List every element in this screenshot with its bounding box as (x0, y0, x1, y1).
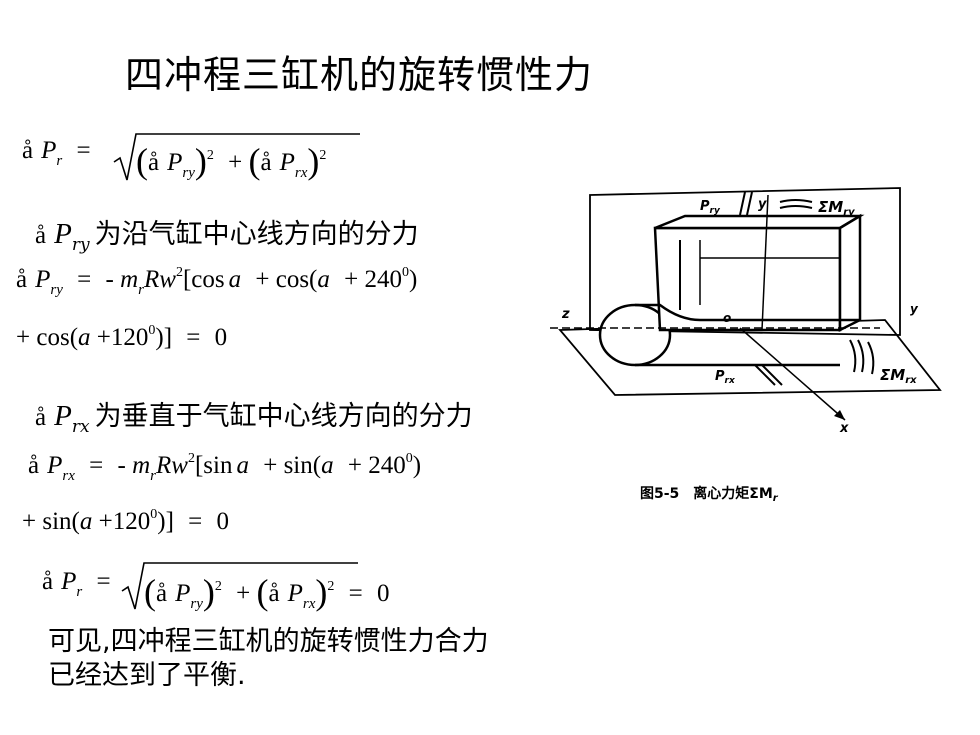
label-y: y (758, 197, 767, 212)
moment-rx-arc-3 (867, 341, 875, 375)
moment-rx-arc-2 (857, 339, 865, 373)
label-pry: Pry (700, 199, 721, 216)
conclusion-text: 可见,四冲程三缸机的旋转惯性力合力 已经达到了平衡. (48, 625, 489, 693)
y-axis (761, 194, 769, 331)
pry-arrow-1 (739, 191, 746, 216)
label-y-right: y (910, 302, 919, 316)
crank-block-front (653, 226, 842, 332)
moment-ry-arc-1 (779, 199, 813, 203)
label-z: z (561, 307, 570, 322)
equation-pry-continued: + cos(a +1200)] = 0 (16, 323, 228, 351)
vertical-plane (589, 187, 901, 336)
sqrt-radical (113, 133, 360, 181)
crank-block-top (654, 214, 865, 230)
label-moment-ry: ΣMry (818, 198, 855, 218)
equation-prx-continued: + sin(a +1200)] = 0 (22, 507, 229, 535)
pry-arrow-2 (746, 191, 753, 216)
conclusion-line-1: 可见,四冲程三缸机的旋转惯性力合力 (48, 626, 489, 657)
label-x: x (839, 421, 849, 436)
figure-caption: 图5-5 离心力矩ΣMr (640, 485, 779, 504)
prx-arrow-1 (754, 364, 776, 386)
label-o: o (723, 311, 731, 325)
crank-lower-contour (635, 303, 860, 322)
x-axis (739, 327, 846, 421)
label-moment-rx: ΣMrx (880, 366, 917, 386)
x-axis-arrow (834, 410, 845, 420)
crank-block-side (838, 213, 862, 333)
moment-rx-arc-1 (849, 339, 857, 373)
conclusion-line-2: 已经达到了平衡. (48, 660, 246, 691)
prx-arrow-2 (761, 364, 783, 386)
page-title: 四冲程三缸机的旋转惯性力 (125, 53, 594, 97)
centrifugal-moment-figure: Pry y ΣMry z o y Prx ΣMrx x 图5-5 离心力矩ΣMr (550, 187, 942, 504)
label-prx: Prx (715, 369, 736, 386)
moment-ry-arc-2 (779, 205, 813, 209)
sqrt-radical-final (121, 562, 358, 610)
